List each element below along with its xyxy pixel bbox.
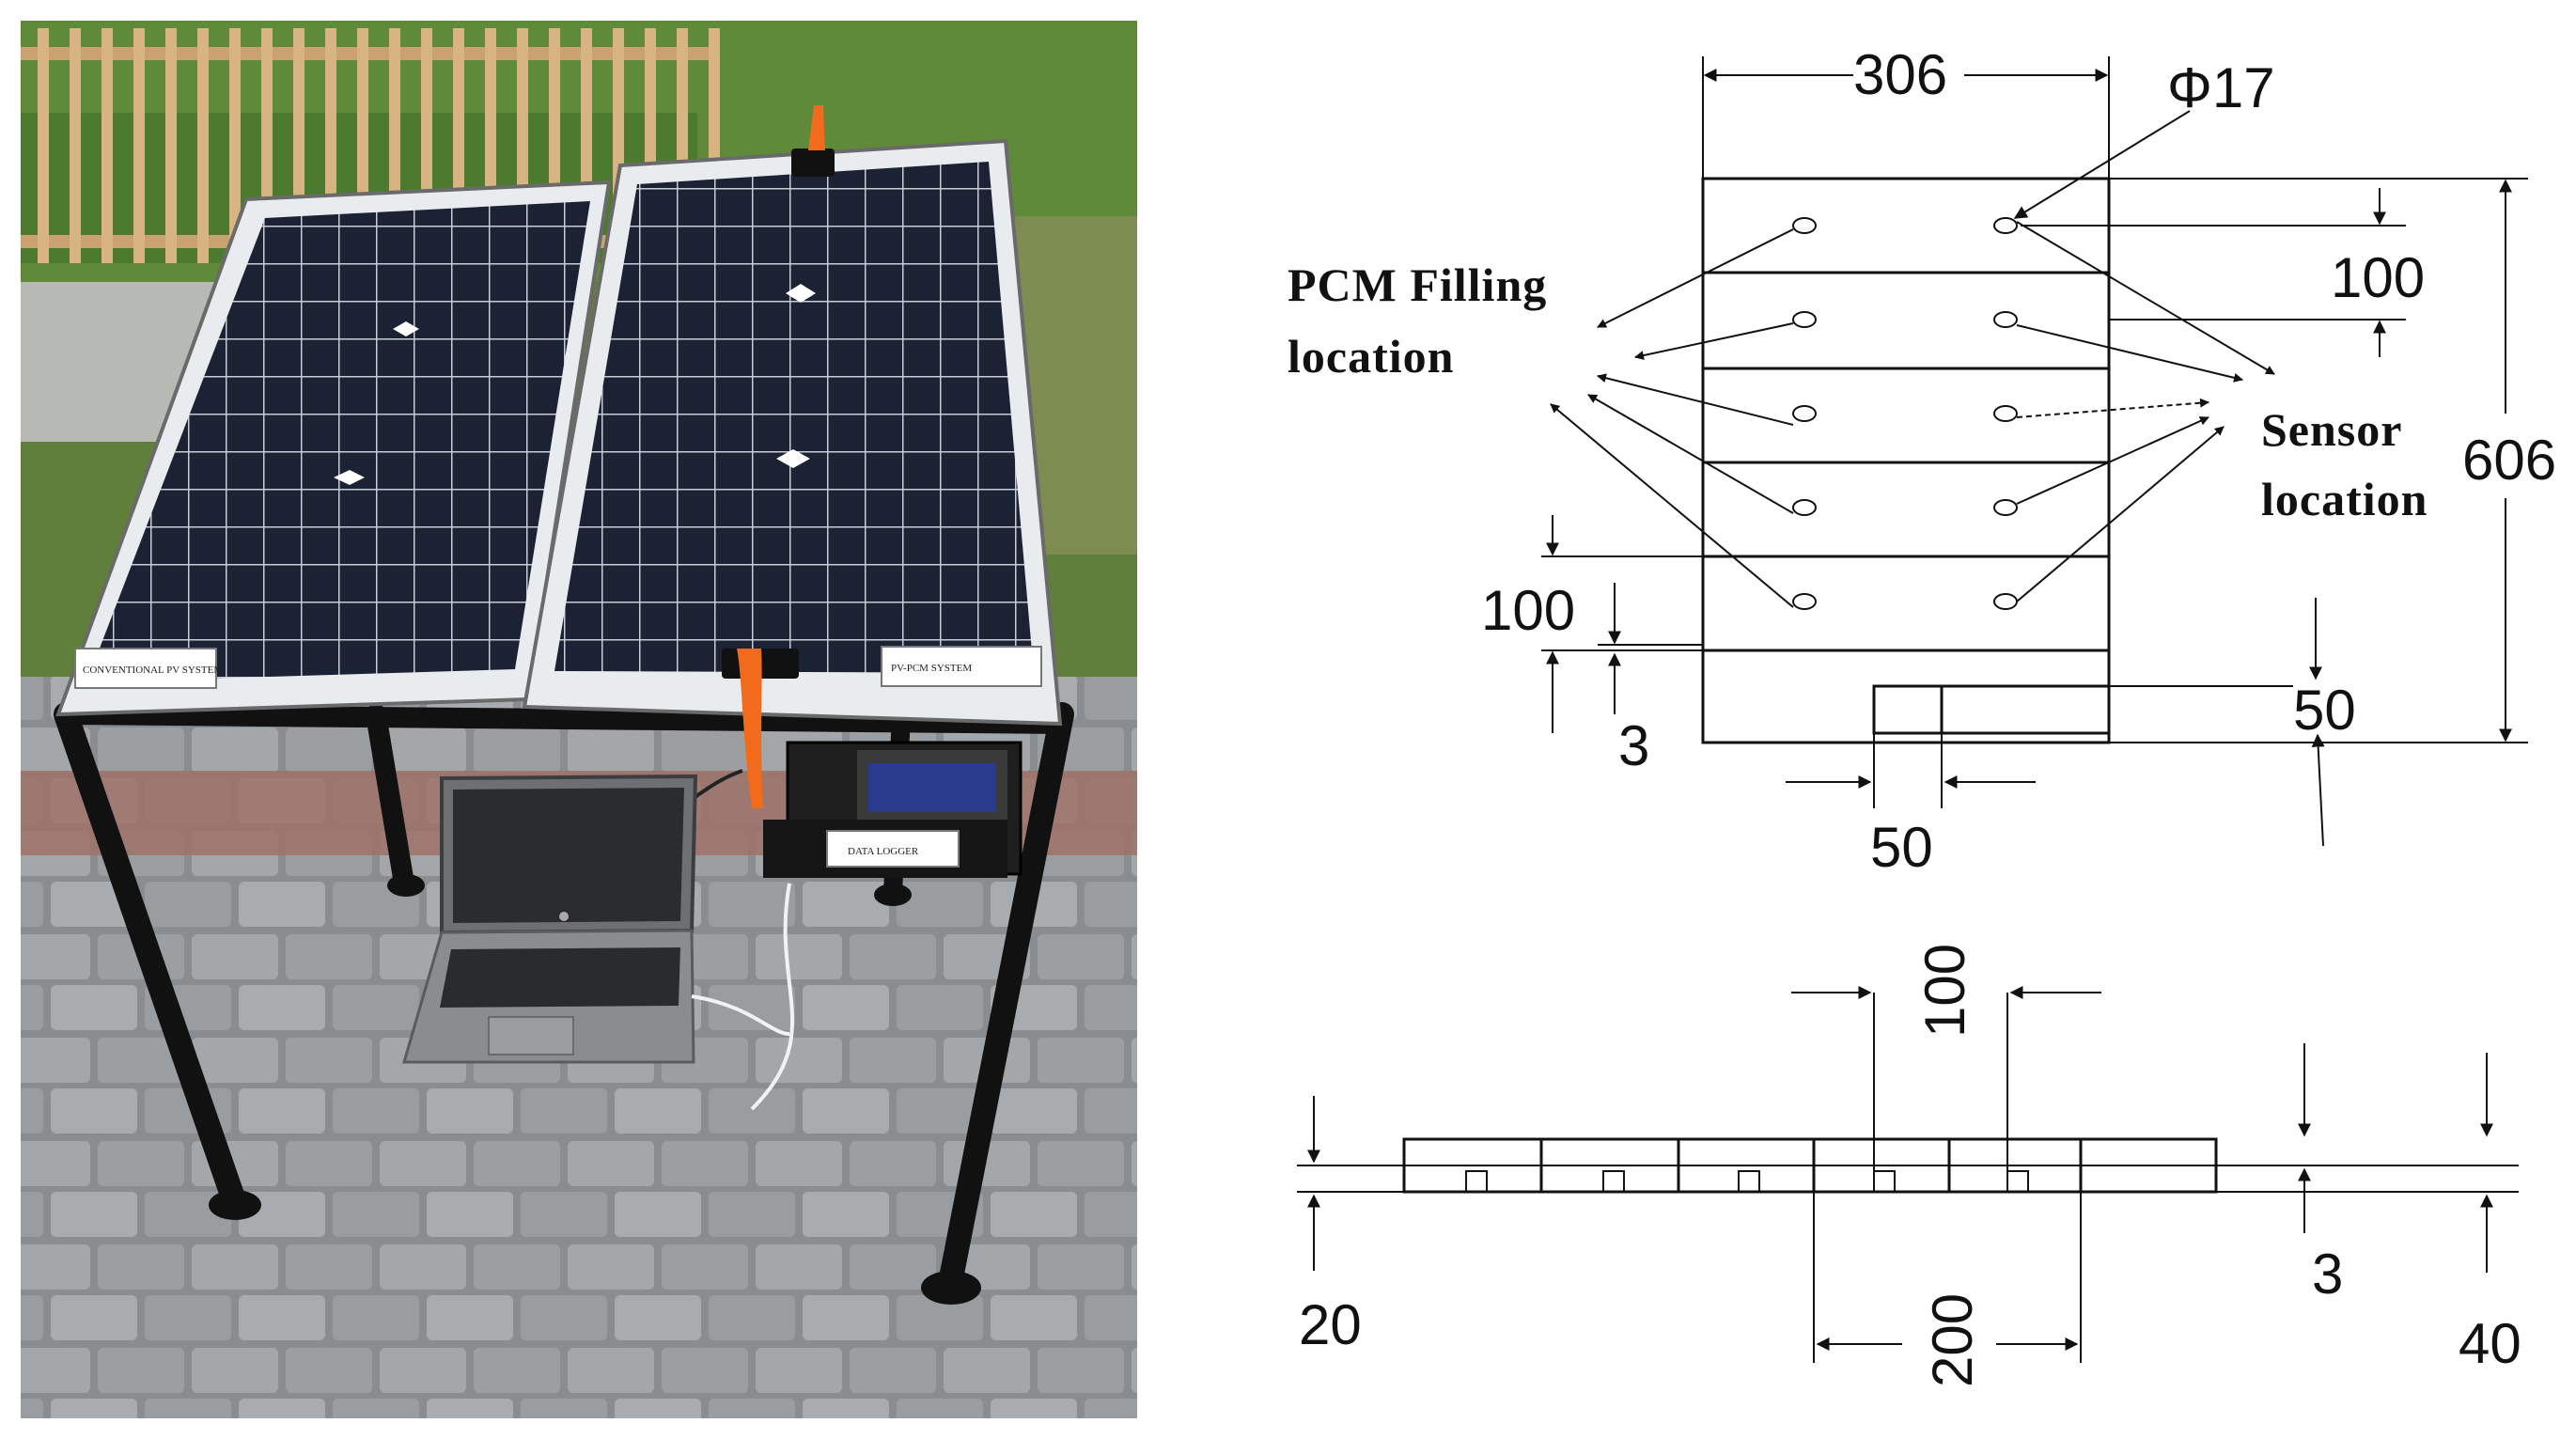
sensor-label-line2: location (2261, 473, 2428, 525)
slot-height-label: 50 (2293, 679, 2356, 742)
data-logger: DATA LOGGER (676, 741, 1023, 1111)
thickness-left-label: 20 (1299, 1293, 1362, 1356)
fence-slat (197, 28, 209, 263)
setup-photo: CONVENTIONAL PV SYSTEM PV-PCM SYSTEM (21, 21, 1137, 1418)
side-compartments (1465, 1139, 2083, 1193)
data-logger-label: DATA LOGGER (848, 846, 919, 857)
conventional-panel-label: CONVENTIONAL PV SYSTEM (83, 665, 223, 676)
pcm-filling-holes (1792, 217, 1817, 610)
wall-label: 3 (1618, 714, 1649, 777)
diameter-label: Φ17 (2167, 56, 2275, 119)
sensor-holes (1993, 217, 2018, 610)
pcm-panel-label: PV-PCM SYSTEM (891, 663, 972, 674)
sensor-leader-lines (2016, 221, 2275, 602)
diameter-leader (2013, 110, 2191, 219)
plate-outline (1701, 177, 2111, 744)
fence-slat (70, 28, 81, 263)
pcm-label-line2: location (1288, 330, 1454, 383)
sensor-label-line1: Sensor (2261, 403, 2402, 456)
slot-width-label: 50 (1870, 816, 1933, 879)
thickness-right-label: 40 (2459, 1312, 2521, 1375)
pcm-label-line1: PCM Filling (1288, 258, 1547, 311)
fence-slat (101, 28, 113, 263)
laptop (402, 774, 790, 1064)
pcm-leader-lines (1550, 228, 1794, 608)
lcd-screen (868, 763, 996, 812)
width-label: 306 (1853, 43, 1947, 106)
spacing-label: 100 (1913, 944, 1976, 1038)
fence-slat (165, 28, 177, 263)
fence-slat (229, 28, 241, 263)
height-label: 606 (2462, 429, 2556, 492)
bottom-slot (1872, 684, 1944, 735)
offset-label: 100 (1481, 579, 1575, 642)
side-wall-label: 3 (2312, 1243, 2343, 1306)
fence-slat (133, 28, 145, 263)
orange-clamp-top (791, 105, 835, 177)
side-view: 100 20 3 40 200 (1297, 944, 2521, 1387)
fence-slat (38, 28, 49, 263)
top-view: Φ17 306 100 606 100 (1288, 43, 2556, 879)
span-label: 200 (1921, 1293, 1984, 1387)
side-body (1402, 1137, 2218, 1194)
orange-clamp-bottom (722, 649, 799, 808)
slot-height-arrow-bottom (2311, 733, 2325, 847)
pitch-label: 100 (2331, 246, 2425, 309)
channel-lines (1703, 271, 2109, 652)
technical-drawing: Φ17 306 100 606 100 (1288, 43, 2556, 1387)
pv-pcm-panel: PV-PCM SYSTEM (522, 138, 1063, 727)
